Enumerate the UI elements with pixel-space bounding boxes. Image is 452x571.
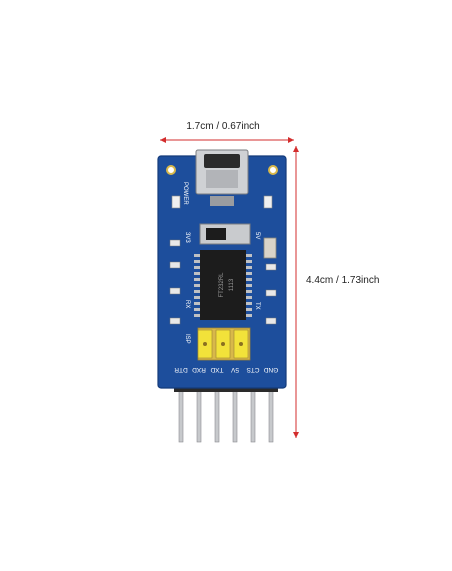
tx-label: TX	[254, 302, 260, 310]
smd-components	[169, 239, 277, 325]
mini-usb-connector	[195, 149, 249, 206]
rx-label: RX	[184, 300, 190, 308]
mounting-hole	[166, 165, 176, 175]
pin-5	[250, 387, 256, 443]
pin-1	[178, 387, 184, 443]
pin-label-cts: CTS	[246, 366, 260, 373]
smd-component	[263, 195, 273, 209]
chip-marking: 1113	[229, 278, 235, 291]
isp-header	[197, 327, 251, 361]
pin-label-gnd: GND	[263, 366, 278, 373]
pin-label-5v: 5V	[230, 366, 239, 373]
voltage-select-switch[interactable]	[199, 223, 251, 245]
power-led	[171, 195, 181, 209]
width-dimension-label: 1.7cm / 0.67inch	[186, 121, 260, 132]
pin-4	[232, 387, 238, 443]
pin-labels: DTR RXD TXD 5V CTS GND	[174, 366, 278, 373]
pin-label-txd: TXD	[210, 366, 223, 373]
width-dimension-line	[160, 137, 294, 143]
height-dimension-label: 4.4cm / 1.73inch	[306, 275, 380, 286]
isp-label: ISP	[184, 334, 190, 344]
capacitor	[263, 237, 277, 259]
pin-6	[268, 387, 274, 443]
usb-serial-chip: FT232RL 1113	[194, 250, 252, 320]
header-pins	[174, 384, 278, 443]
mounting-hole	[268, 165, 278, 175]
pin-3	[214, 387, 220, 443]
height-dimension-line	[293, 146, 299, 438]
v5-label: 5V	[254, 232, 260, 239]
v33-label: 3V3	[184, 232, 190, 243]
power-label: POWER	[182, 182, 188, 205]
pin-2	[196, 387, 202, 443]
chip-marking: FT232RL	[219, 272, 225, 298]
pin-label-dtr: DTR	[174, 366, 188, 373]
pin-label-rxd: RXD	[192, 366, 206, 373]
